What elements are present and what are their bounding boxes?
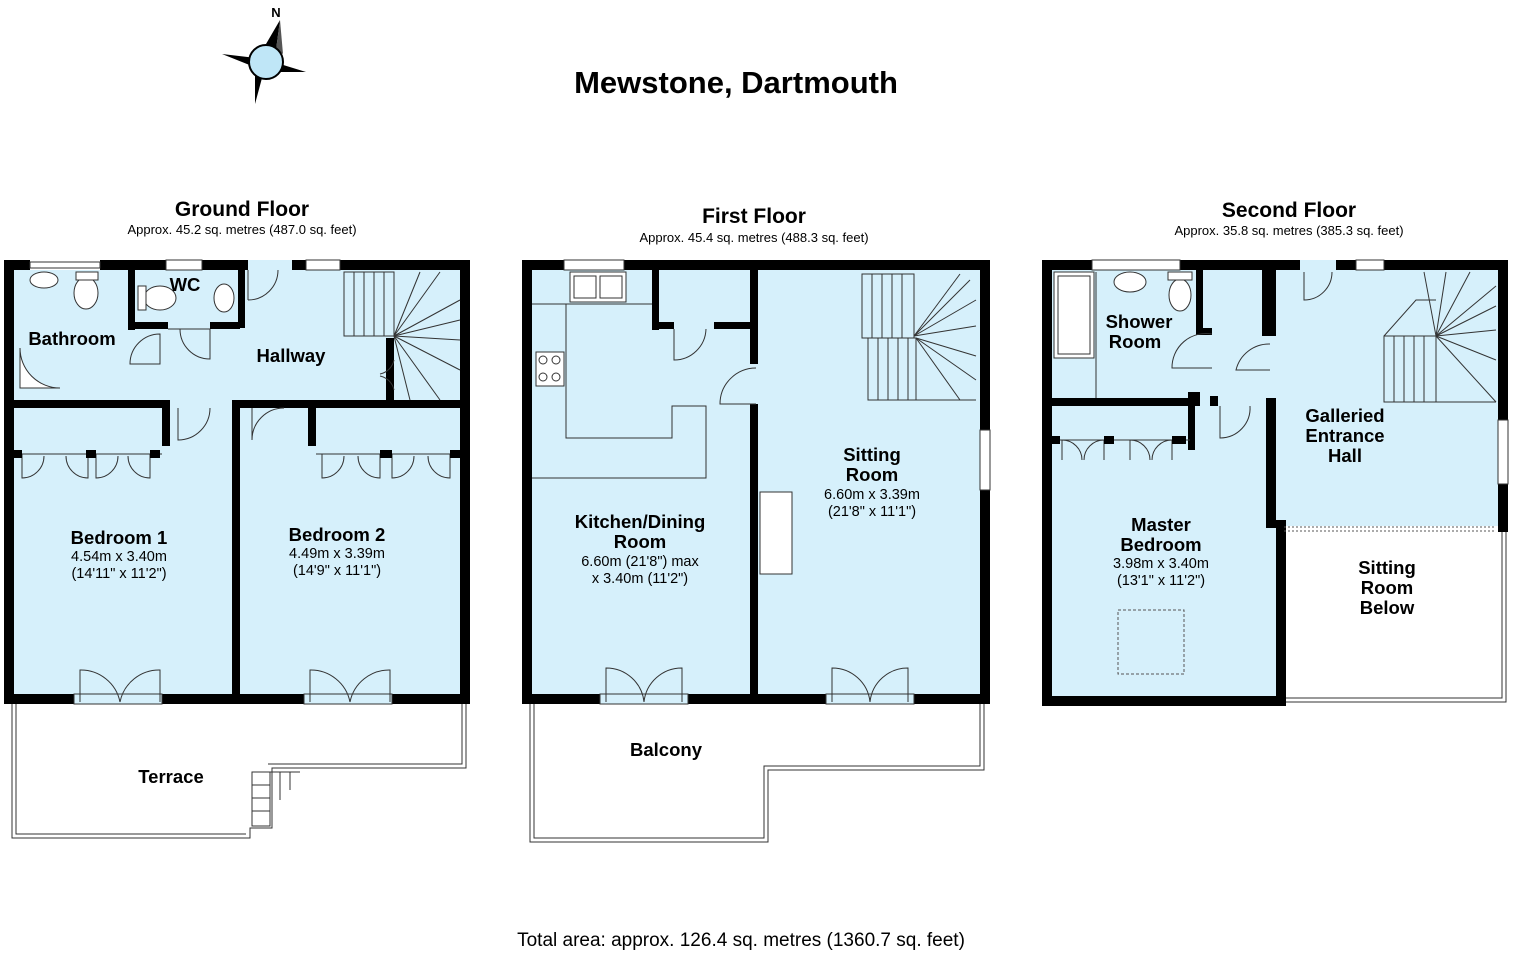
kitchen-dining-dim-2: x 3.40m (11'2"): [592, 571, 688, 587]
bedroom-2-dim-metric: 4.49m x 3.39m: [289, 546, 385, 562]
first-floor-plan: Kitchen/Dining Room 6.60m (21'8") max x …: [522, 259, 991, 843]
plan-title: Mewstone, Dartmouth: [574, 65, 898, 100]
ground-floor-area: Approx. 45.2 sq. metres (487.0 sq. feet): [127, 222, 356, 237]
bedroom-1-dim-metric: 4.54m x 3.40m: [71, 549, 167, 565]
galleried-hall-label-line2: Entrance: [1305, 425, 1384, 446]
ground-floor-heading: Ground Floor: [175, 198, 309, 221]
bathroom-label: Bathroom: [28, 328, 115, 349]
wc-label: WC: [170, 274, 201, 295]
total-area: Total area: approx. 126.4 sq. metres (13…: [517, 930, 965, 951]
bedroom-2-dim-imperial: (14'9" x 11'1"): [293, 563, 381, 579]
balcony-label: Balcony: [630, 739, 703, 760]
kitchen-dining-dim-1: 6.60m (21'8") max: [581, 554, 699, 570]
shower-room-label-line1: Shower: [1106, 311, 1173, 332]
master-bedroom-dim-imperial: (13'1" x 11'2"): [1117, 573, 1205, 589]
compass-north-label: N: [271, 5, 280, 20]
hallway-label: Hallway: [257, 345, 327, 366]
sitting-room-below-label-line2: Room: [1361, 577, 1413, 598]
sitting-room-below-label-line1: Sitting: [1358, 557, 1416, 578]
kitchen-dining-label-line2: Room: [614, 531, 666, 552]
first-floor-heading: First Floor: [702, 205, 806, 228]
terrace-label: Terrace: [138, 766, 203, 787]
sitting-room-below-label-line3: Below: [1360, 597, 1415, 618]
master-bedroom-dim-metric: 3.98m x 3.40m: [1113, 556, 1209, 572]
sitting-room-dim-metric: 6.60m x 3.39m: [824, 487, 920, 503]
second-floor-plan: Shower Room Galleried Entrance Hall Mast…: [1042, 259, 1509, 706]
second-floor-heading: Second Floor: [1222, 199, 1356, 222]
bedroom-1-label: Bedroom 1: [71, 527, 168, 548]
master-bedroom-label-line2: Bedroom: [1120, 534, 1201, 555]
sitting-room-label-line1: Sitting: [843, 444, 901, 465]
second-floor-area: Approx. 35.8 sq. metres (385.3 sq. feet): [1174, 223, 1403, 238]
first-floor-area: Approx. 45.4 sq. metres (488.3 sq. feet): [639, 230, 868, 245]
ground-floor-plan: Bathroom WC Hallway Bedroom 1 4.54m x 3.…: [4, 259, 470, 839]
galleried-hall-label-line1: Galleried: [1305, 405, 1384, 426]
compass-rose-icon: N: [222, 5, 306, 104]
master-bedroom-label-line1: Master: [1131, 514, 1191, 535]
galleried-hall-label-line3: Hall: [1328, 445, 1362, 466]
shower-room-label-line2: Room: [1109, 331, 1161, 352]
kitchen-dining-label-line1: Kitchen/Dining: [575, 511, 706, 532]
bedroom-1-dim-imperial: (14'11" x 11'2"): [71, 566, 166, 582]
sitting-room-dim-imperial: (21'8" x 11'1"): [828, 504, 916, 520]
bedroom-2-label: Bedroom 2: [289, 524, 386, 545]
sitting-room-label-line2: Room: [846, 464, 898, 485]
